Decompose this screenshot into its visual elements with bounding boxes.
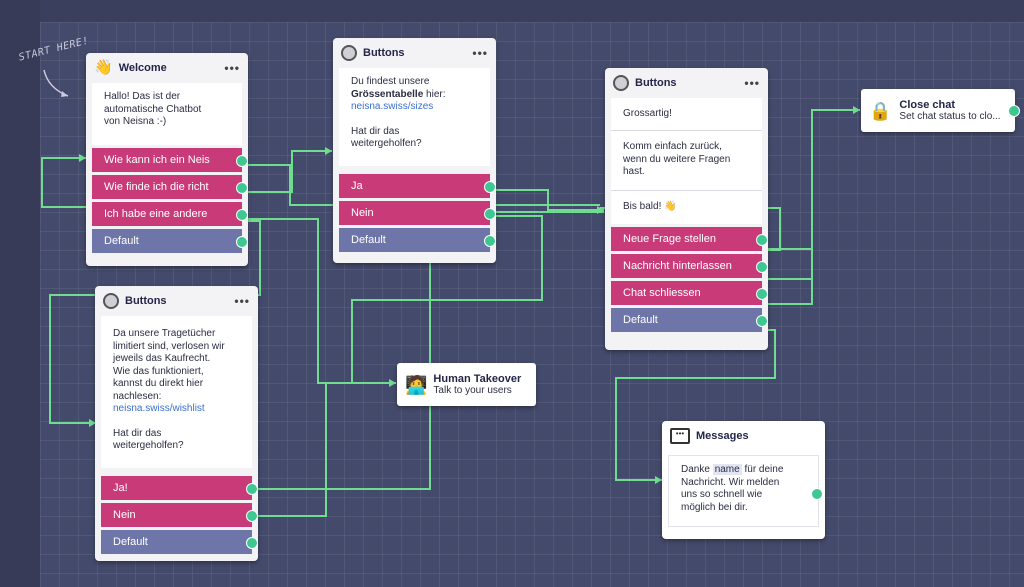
default-option[interactable]: Default	[92, 229, 248, 253]
node-header[interactable]: ••• Messages	[662, 421, 825, 451]
name-variable: name	[712, 464, 742, 475]
option-button[interactable]: Wie finde ich die richt	[92, 175, 248, 199]
buttons-node-icon	[613, 75, 629, 91]
node-title: Close chat	[899, 99, 956, 111]
more-options-icon[interactable]: •••	[744, 76, 760, 90]
message-bubble: Hallo! Das ist der automatische Chatbot …	[92, 83, 242, 145]
more-options-icon[interactable]: •••	[234, 294, 250, 308]
output-port[interactable]	[484, 181, 496, 193]
node-header[interactable]: Buttons •••	[605, 68, 768, 98]
node-title: Buttons	[363, 47, 405, 59]
node-title: Messages	[696, 430, 749, 442]
output-port[interactable]	[236, 182, 248, 194]
wire	[41, 157, 86, 208]
speech-bubble-icon: •••	[670, 428, 690, 444]
buttons-wishlist-node[interactable]: Buttons ••• Da unsere Tragetücher limiti…	[95, 286, 258, 561]
more-options-icon[interactable]: •••	[224, 61, 240, 75]
top-bar	[0, 0, 1024, 22]
close-chat-node[interactable]: 🔒 Close chat Set chat status to clo...	[861, 89, 1020, 132]
start-arrow	[43, 69, 69, 97]
node-subtitle: Set chat status to clo...	[899, 111, 1001, 122]
human-takeover-node[interactable]: 🧑‍💻 Human Takeover Talk to your users	[397, 363, 536, 406]
option-button[interactable]: Neue Frage stellen	[611, 227, 768, 251]
message-bubble: Du findest unsere Grössentabelle hier: n…	[339, 68, 490, 166]
output-port[interactable]	[811, 488, 823, 500]
buttons-node-icon	[341, 45, 357, 61]
node-header[interactable]: Buttons •••	[333, 38, 496, 68]
option-button[interactable]: Nein	[339, 201, 496, 225]
more-options-icon[interactable]: •••	[472, 46, 488, 60]
option-button[interactable]: Wie kann ich ein Neis	[92, 148, 248, 172]
arrow-head	[89, 419, 96, 427]
arrow-head	[597, 206, 604, 214]
wire	[252, 405, 431, 490]
output-port[interactable]	[756, 315, 768, 327]
arrow-head	[79, 154, 86, 162]
node-subtitle: Talk to your users	[433, 385, 512, 396]
node-title: Welcome	[118, 62, 167, 74]
default-option[interactable]: Default	[339, 228, 496, 252]
message-bubble: Danke name für deine Nachricht. Wir meld…	[668, 455, 819, 527]
wire	[762, 109, 860, 250]
left-sidebar	[0, 0, 40, 587]
wire	[252, 382, 396, 517]
output-port[interactable]	[236, 155, 248, 167]
arrow-head	[389, 379, 396, 387]
output-port[interactable]	[756, 234, 768, 246]
wishlist-link[interactable]: neisna.swiss/wishlist	[113, 403, 205, 414]
message-bubble: Komm einfach zurück, wenn du weitere Fra…	[611, 130, 762, 190]
messages-node[interactable]: ••• Messages Danke name für deine Nachri…	[662, 421, 825, 539]
message-bubble: Grossartig!	[611, 98, 762, 130]
option-button[interactable]: Ich habe eine andere	[92, 202, 248, 226]
default-option[interactable]: Default	[611, 308, 768, 332]
sizes-link[interactable]: neisna.swiss/sizes	[351, 101, 434, 112]
node-header[interactable]: Buttons •••	[95, 286, 258, 316]
lock-icon: 🔒	[869, 100, 892, 121]
wire	[243, 150, 332, 193]
option-button[interactable]: Nein	[101, 503, 258, 527]
welcome-node[interactable]: 👋 Welcome ••• Hallo! Das ist der automat…	[86, 53, 248, 266]
welcome-header[interactable]: 👋 Welcome •••	[86, 53, 248, 83]
buttons-sizes-node[interactable]: Buttons ••• Du findest unsere Grössentab…	[333, 38, 496, 263]
option-button[interactable]: Ja	[339, 174, 496, 198]
arrow-head	[655, 476, 662, 484]
message-bubble: Da unsere Tragetücher limitiert sind, ve…	[101, 316, 252, 468]
node-title: Buttons	[125, 295, 167, 307]
option-button[interactable]: Chat schliessen	[611, 281, 768, 305]
wire	[762, 250, 813, 280]
wire	[490, 189, 604, 211]
output-port[interactable]	[246, 510, 258, 522]
buttons-node-icon	[103, 293, 119, 309]
waving-hand-icon: 👋	[94, 59, 113, 76]
output-port[interactable]	[484, 235, 496, 247]
option-button[interactable]: Nachricht hinterlassen	[611, 254, 768, 278]
output-port[interactable]	[236, 236, 248, 248]
option-button[interactable]: Ja!	[101, 476, 258, 500]
buttons-great-node[interactable]: Buttons ••• Grossartig! Komm einfach zur…	[605, 68, 768, 350]
output-port[interactable]	[246, 483, 258, 495]
arrow-head	[325, 147, 332, 155]
message-bubble: Bis bald! 👋	[611, 190, 762, 224]
output-port[interactable]	[246, 537, 258, 549]
output-port[interactable]	[484, 208, 496, 220]
wire	[615, 329, 776, 481]
output-port[interactable]	[756, 261, 768, 273]
output-port[interactable]	[1008, 105, 1020, 117]
output-port[interactable]	[756, 288, 768, 300]
default-option[interactable]: Default	[101, 530, 258, 554]
wire	[762, 280, 813, 305]
arrow-head	[853, 106, 860, 114]
output-port[interactable]	[236, 209, 248, 221]
node-title: Human Takeover	[433, 373, 522, 385]
node-title: Buttons	[635, 77, 677, 89]
person-avatar-icon: 🧑‍💻	[405, 374, 428, 395]
